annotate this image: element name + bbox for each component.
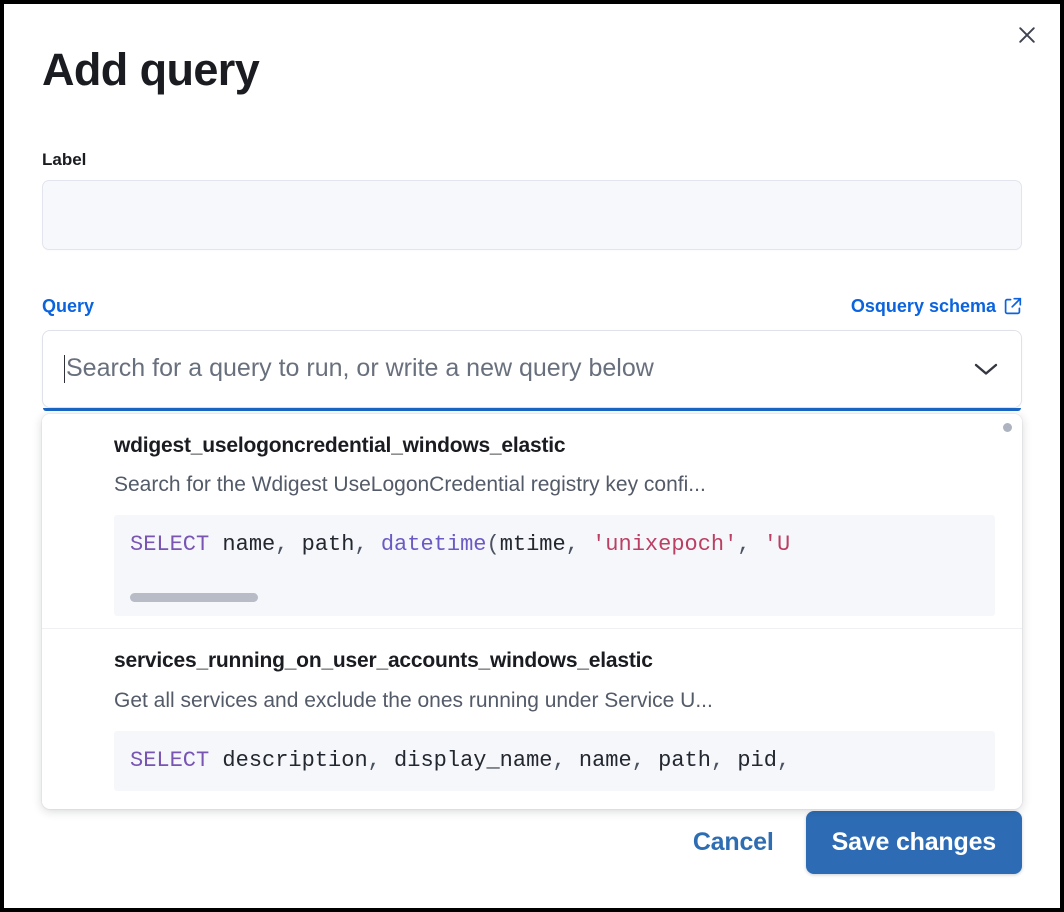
query-field-label[interactable]: Query: [42, 295, 95, 316]
page-title: Add query: [42, 44, 260, 95]
option-description: Get all services and exclude the ones ru…: [114, 688, 713, 712]
query-combobox-wrapper: Search for a query to run, or write a ne…: [42, 329, 1022, 809]
code-line: SELECT description, display_name, name, …: [130, 747, 791, 773]
option-title: services_running_on_user_accounts_window…: [114, 649, 653, 673]
close-icon-button[interactable]: [1010, 18, 1044, 52]
code-horizontal-scrollbar[interactable]: [130, 593, 258, 603]
close-icon: [1017, 25, 1037, 45]
option-description: Search for the Wdigest UseLogonCredentia…: [114, 472, 706, 496]
query-options-dropdown: wdigest_uselogoncredential_windows_elast…: [42, 413, 1022, 809]
list-item[interactable]: wdigest_uselogoncredential_windows_elast…: [42, 413, 1022, 629]
modal-footer: Cancel Save changes: [42, 811, 1022, 874]
label-field-group: Label: [42, 150, 1022, 250]
input-focus-underline: [43, 407, 1021, 411]
option-code-preview[interactable]: SELECT description, display_name, name, …: [114, 730, 995, 791]
chevron-down-icon[interactable]: [971, 361, 1001, 377]
code-line: SELECT name, path, datetime(mtime, 'unix…: [130, 532, 791, 558]
label-field-label: Label: [42, 149, 87, 169]
option-code-preview[interactable]: SELECT name, path, datetime(mtime, 'unix…: [114, 515, 995, 617]
osquery-schema-link[interactable]: Osquery schema: [851, 296, 1022, 317]
label-input[interactable]: [42, 179, 1022, 250]
query-header: Query Osquery schema: [42, 296, 1022, 317]
cancel-button[interactable]: Cancel: [687, 818, 780, 867]
query-search-placeholder: Search for a query to run, or write a ne…: [66, 354, 654, 383]
list-item[interactable]: services_running_on_user_accounts_window…: [42, 628, 1022, 803]
option-title: wdigest_uselogoncredential_windows_elast…: [114, 433, 566, 457]
save-changes-button[interactable]: Save changes: [805, 811, 1022, 874]
text-caret: [64, 354, 65, 383]
osquery-schema-link-label: Osquery schema: [850, 295, 996, 316]
query-search-input[interactable]: Search for a query to run, or write a ne…: [42, 329, 1022, 408]
dropdown-scrollbar[interactable]: [1003, 422, 1012, 432]
add-query-modal: Add query Label Query Osquery schema Sea…: [4, 4, 1060, 908]
external-link-icon: [1004, 297, 1022, 315]
